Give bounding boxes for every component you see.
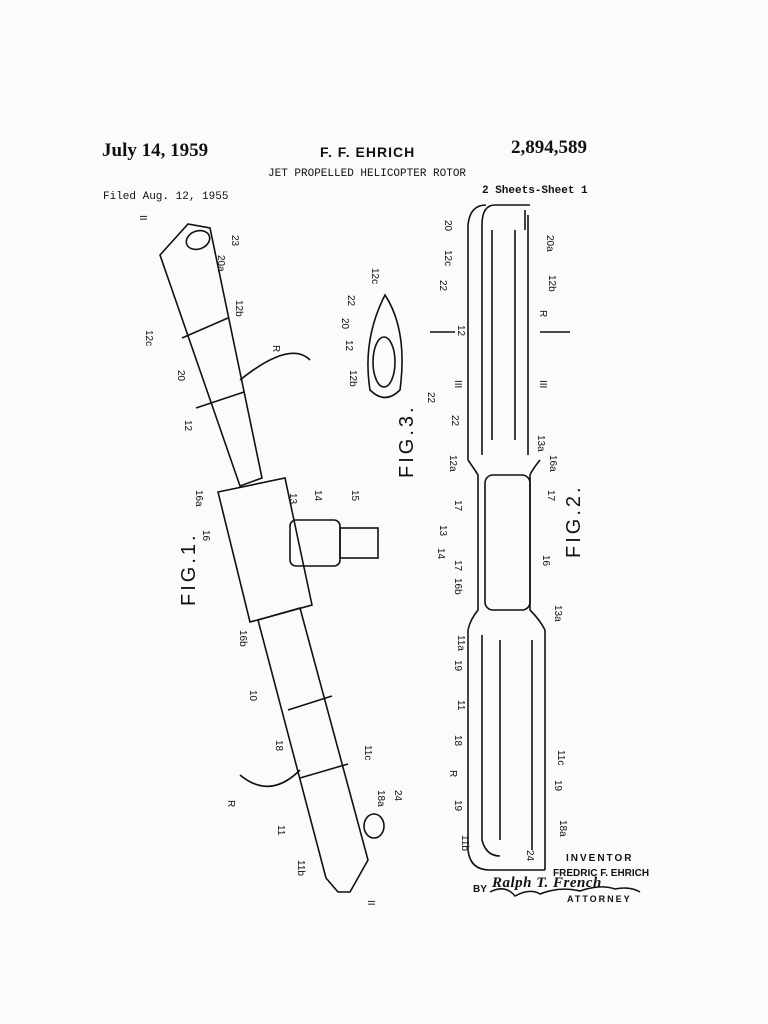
reference-numeral: 16	[200, 530, 211, 542]
attorney-signature: Ralph T. French	[492, 875, 602, 891]
reference-numeral: 11	[275, 825, 286, 836]
reference-numeral: 18	[452, 735, 463, 747]
reference-numeral: 13a	[552, 605, 563, 622]
reference-numeral: 12c	[442, 250, 453, 266]
reference-numeral: 22	[345, 295, 356, 307]
reference-numeral: 18	[273, 740, 284, 752]
fig1-drawing	[159, 223, 385, 893]
reference-numeral: 20	[175, 370, 186, 382]
attorney-label: ATTORNEY	[567, 894, 632, 904]
fig2-label: FIG.2.	[563, 484, 585, 558]
reference-numeral: 14	[312, 490, 323, 502]
reference-numeral: 18a	[557, 820, 568, 837]
reference-numeral: 10	[247, 690, 258, 702]
reference-numeral: R	[225, 800, 236, 807]
reference-numeral: 17	[545, 490, 556, 502]
reference-numeral: 20a	[215, 255, 226, 272]
reference-numeral: 12b	[233, 300, 244, 317]
rotation-arrow-lower	[239, 769, 301, 788]
reference-numeral: 16	[540, 555, 551, 567]
reference-numeral: 11a	[455, 635, 466, 651]
patent-date: July 14, 1959	[102, 140, 209, 161]
reference-numeral: 24	[524, 850, 535, 862]
reference-numeral: 20a	[544, 235, 555, 252]
reference-numeral: 16b	[237, 630, 248, 647]
reference-numeral: 24	[392, 790, 403, 802]
reference-numeral: 13	[287, 493, 298, 505]
fig3-label: FIG.3.	[396, 404, 418, 478]
filed-date: Filed Aug. 12, 1955	[103, 191, 229, 203]
reference-numeral: 12b	[347, 370, 358, 387]
sheet-count: 2 Sheets-Sheet 1	[482, 185, 588, 197]
reference-numeral: 17	[452, 500, 463, 512]
reference-numeral: II	[137, 215, 148, 221]
reference-numeral: 23	[229, 235, 240, 247]
reference-numeral: R	[537, 310, 548, 317]
fig1-shaft	[339, 527, 379, 559]
reference-numeral: 11c	[555, 750, 566, 765]
reference-numeral: 22	[437, 280, 448, 292]
reference-numeral: 12	[182, 420, 193, 432]
reference-numeral: 19	[452, 660, 463, 672]
reference-numeral: 11b	[295, 860, 306, 876]
patent-title: JET PROPELLED HELICOPTER ROTOR	[268, 168, 467, 180]
reference-numeral: 16a	[193, 490, 204, 507]
reference-numeral: 15	[349, 490, 360, 502]
reference-numeral: 19	[452, 800, 463, 812]
reference-numeral: III	[537, 380, 548, 388]
reference-numeral: 11	[455, 700, 466, 711]
reference-numeral: 17	[452, 560, 463, 572]
reference-numeral: 14	[435, 548, 446, 560]
reference-numeral: 16a	[547, 455, 558, 472]
fig3-drawing	[367, 293, 403, 399]
reference-numeral: 22	[425, 392, 436, 404]
reference-numeral: 11b	[459, 835, 470, 851]
reference-numeral: 22	[449, 415, 460, 427]
reference-numeral: II	[365, 900, 376, 906]
fig2-hub	[484, 474, 531, 611]
reference-numeral: 12b	[546, 275, 557, 292]
inventor-label: INVENTOR	[566, 853, 634, 864]
patent-number: 2,894,589	[511, 137, 587, 158]
reference-numeral: 12	[343, 340, 354, 352]
inventor-name: F. F. EHRICH	[320, 144, 416, 160]
reference-numeral: 12c	[143, 330, 154, 346]
rotation-arrow-upper	[239, 352, 311, 381]
reference-numeral: 11c	[362, 745, 373, 760]
reference-numeral: 13	[437, 525, 448, 537]
by-label: BY	[473, 884, 487, 895]
reference-numeral: III	[452, 380, 463, 388]
reference-numeral: 13a	[535, 435, 546, 452]
reference-numeral: 16b	[452, 578, 463, 595]
reference-numeral: 20	[442, 220, 453, 232]
fig1-upper-blade	[159, 223, 263, 488]
reference-numeral: R	[270, 345, 281, 352]
reference-numeral: 20	[339, 318, 350, 330]
fig1-lower-blade	[257, 607, 369, 893]
fig2-drawing	[430, 204, 570, 871]
reference-numeral: 18a	[375, 790, 386, 807]
reference-numeral: 19	[552, 780, 563, 792]
reference-numeral: 12	[455, 325, 466, 337]
inventor-full-name: FREDRIC F. EHRICH	[553, 868, 650, 879]
fig1-shaft-collar	[289, 519, 341, 567]
fig1-hub	[217, 477, 313, 623]
reference-numeral: R	[447, 770, 458, 777]
fig1-label: FIG.1.	[178, 532, 200, 606]
reference-numeral: 12c	[369, 268, 380, 284]
reference-numeral: 12a	[447, 455, 458, 472]
